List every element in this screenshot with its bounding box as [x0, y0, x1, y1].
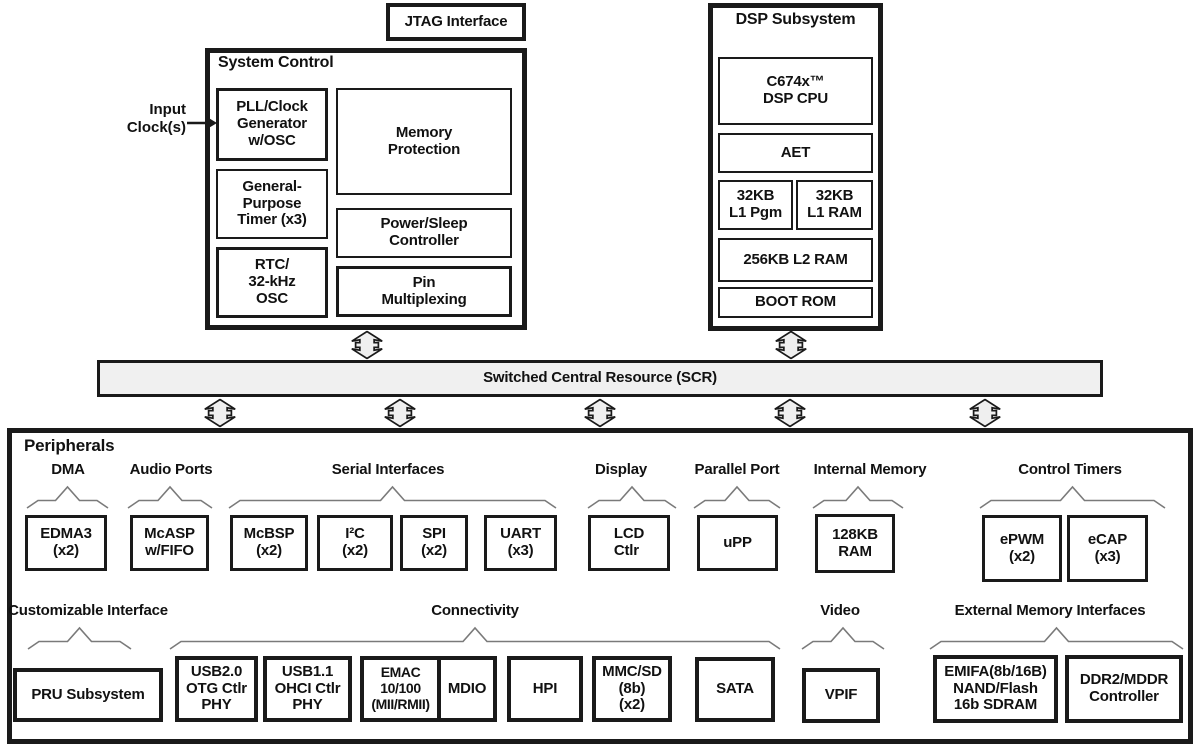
hpi-box: HPI [507, 656, 583, 722]
group-label-parallel-port: Parallel Port [694, 461, 780, 478]
mmcsd-box: MMC/SD (8b) (x2) [592, 656, 672, 722]
l1-ram-box: 32KB L1 RAM [796, 180, 873, 230]
brace-external-memory-interfaces [929, 626, 1184, 650]
mdio-box: MDIO [437, 656, 497, 722]
brace-video [801, 626, 885, 650]
sata-box: SATA [695, 657, 775, 722]
group-label-connectivity: Connectivity [431, 602, 519, 619]
mcasp-box: McASP w/FIFO [130, 515, 209, 571]
brace-serial-interfaces [228, 485, 557, 509]
bidirectional-arrow-icon [966, 398, 1004, 428]
dsp-subsystem-title: DSP Subsystem [735, 11, 856, 28]
lcd-ctlr-box: LCD Ctlr [588, 515, 670, 571]
rtc-osc-box: RTC/ 32-kHz OSC [216, 247, 328, 318]
emac-box: EMAC 10/100 (MII/RMII) [360, 656, 441, 722]
l1-pgm-box: 32KB L1 Pgm [718, 180, 793, 230]
l2-ram-box: 256KB L2 RAM [718, 238, 873, 282]
edma3-box: EDMA3 (x2) [25, 515, 107, 571]
boot-rom-box: BOOT ROM [718, 287, 873, 318]
mcbsp-box: McBSP (x2) [230, 515, 308, 571]
i2c-box: I²C (x2) [317, 515, 393, 571]
input-clocks-label: Input Clock(s) [126, 101, 186, 136]
brace-connectivity [169, 626, 781, 650]
usb11-ohci-box: USB1.1 OHCI Ctlr PHY [263, 656, 352, 722]
epwm-box: ePWM (x2) [982, 515, 1062, 582]
general-purpose-timer-box: General- Purpose Timer (x3) [216, 169, 328, 239]
pll-clock-generator-box: PLL/Clock Generator w/OSC [216, 88, 328, 161]
brace-internal-memory [812, 485, 904, 509]
pin-multiplexing-box: Pin Multiplexing [336, 266, 512, 317]
upp-box: uPP [697, 515, 778, 571]
internal-ram-box: 128KB RAM [815, 514, 895, 573]
memory-protection-box: Memory Protection [336, 88, 512, 195]
brace-display [587, 485, 677, 509]
emifa-box: EMIFA(8b/16B) NAND/Flash 16b SDRAM [933, 655, 1058, 723]
group-label-serial-interfaces: Serial Interfaces [331, 461, 445, 478]
dsp-cpu-box: C674x™ DSP CPU [718, 57, 873, 125]
group-label-external-memory-interfaces: External Memory Interfaces [954, 602, 1146, 619]
bidirectional-arrow-icon [771, 398, 809, 428]
scr-bar: Switched Central Resource (SCR) [97, 360, 1103, 397]
brace-audio-ports [127, 485, 213, 509]
ddr2-controller-box: DDR2/MDDR Controller [1065, 655, 1183, 723]
group-label-video: Video [820, 602, 860, 619]
usb20-otg-box: USB2.0 OTG Ctlr PHY [175, 656, 258, 722]
peripherals-title: Peripherals [24, 436, 115, 455]
group-label-display: Display [595, 461, 647, 478]
brace-control-timers [979, 485, 1166, 509]
jtag-interface-box: JTAG Interface [386, 3, 526, 41]
group-label-internal-memory: Internal Memory [813, 461, 927, 478]
vpif-box: VPIF [802, 668, 880, 723]
group-label-dma: DMA [51, 461, 85, 478]
bidirectional-arrow-icon [348, 330, 386, 360]
bidirectional-arrow-icon [772, 330, 810, 360]
spi-box: SPI (x2) [400, 515, 468, 571]
bidirectional-arrow-icon [581, 398, 619, 428]
ecap-box: eCAP (x3) [1067, 515, 1148, 582]
group-label-audio-ports: Audio Ports [129, 461, 213, 478]
system-control-title: System Control [218, 54, 334, 71]
brace-customizable-interface [27, 626, 132, 650]
pru-subsystem-box: PRU Subsystem [13, 668, 163, 722]
aet-box: AET [718, 133, 873, 173]
power-sleep-controller-box: Power/Sleep Controller [336, 208, 512, 258]
brace-dma [26, 485, 109, 509]
brace-parallel-port [693, 485, 781, 509]
uart-box: UART (x3) [484, 515, 557, 571]
bidirectional-arrow-icon [381, 398, 419, 428]
bidirectional-arrow-icon [201, 398, 239, 428]
group-label-control-timers: Control Timers [1018, 461, 1122, 478]
input-clock-arrow-icon [187, 117, 217, 129]
group-label-customizable-interface: Customizable Interface [8, 602, 168, 619]
